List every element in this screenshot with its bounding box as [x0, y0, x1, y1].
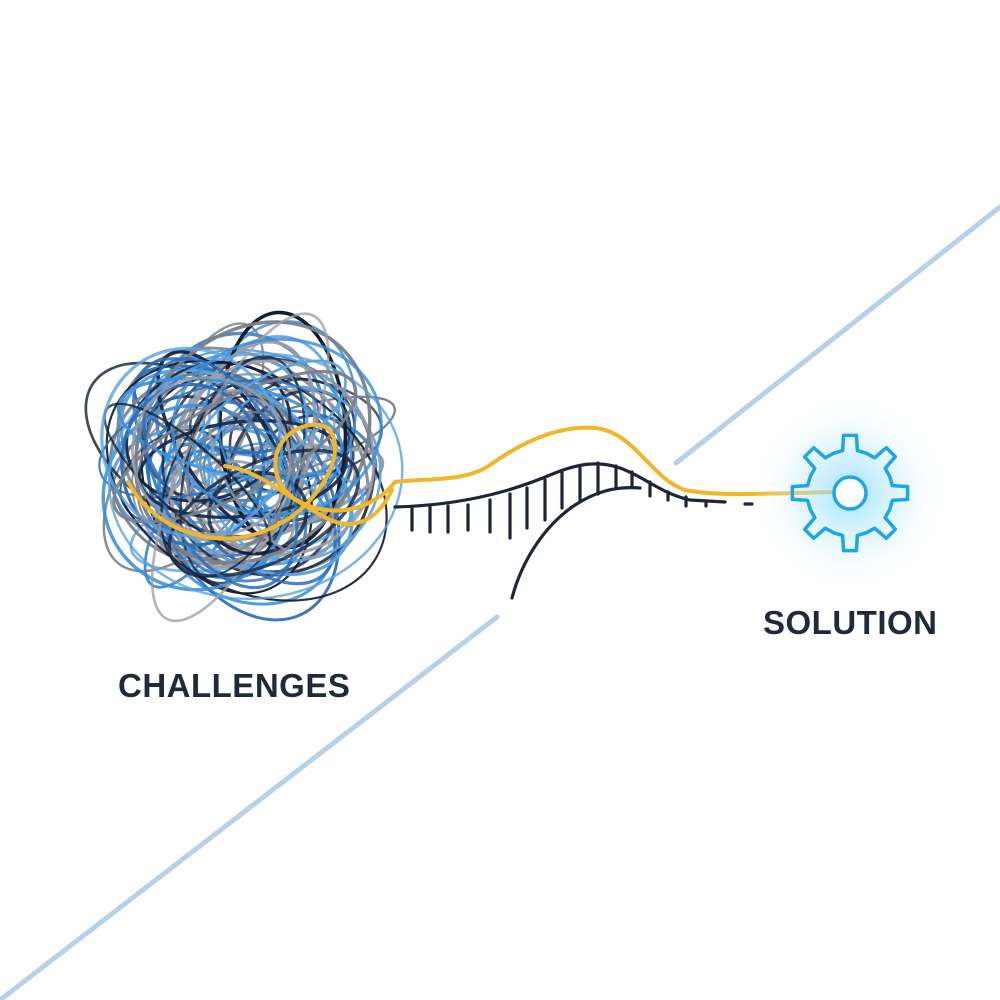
gear-hub [832, 475, 868, 511]
tangle-loop [150, 312, 330, 623]
tangled-lines-icon [84, 310, 404, 623]
tangle-loop [112, 370, 358, 524]
tangle-loop [131, 407, 283, 560]
thread-inner-loop [223, 464, 394, 526]
tangle-loop [131, 375, 292, 537]
tangle-loop [171, 337, 383, 517]
tangle-loop [179, 355, 306, 585]
tangle-loop [120, 382, 266, 547]
bridge-icon [393, 461, 754, 600]
tangle-loop [100, 346, 284, 538]
divider-line-upper [673, 204, 1000, 466]
tangle-loop [107, 352, 404, 601]
solution-label: SOLUTION [763, 604, 938, 641]
gear-icon [790, 433, 910, 553]
challenges-label: CHALLENGES [118, 667, 351, 704]
tangle-loop [193, 359, 347, 476]
bridge-arch [510, 486, 642, 600]
divider-line-lower [0, 614, 500, 1000]
solution-thread [126, 422, 842, 541]
bridge-posts [410, 461, 708, 540]
